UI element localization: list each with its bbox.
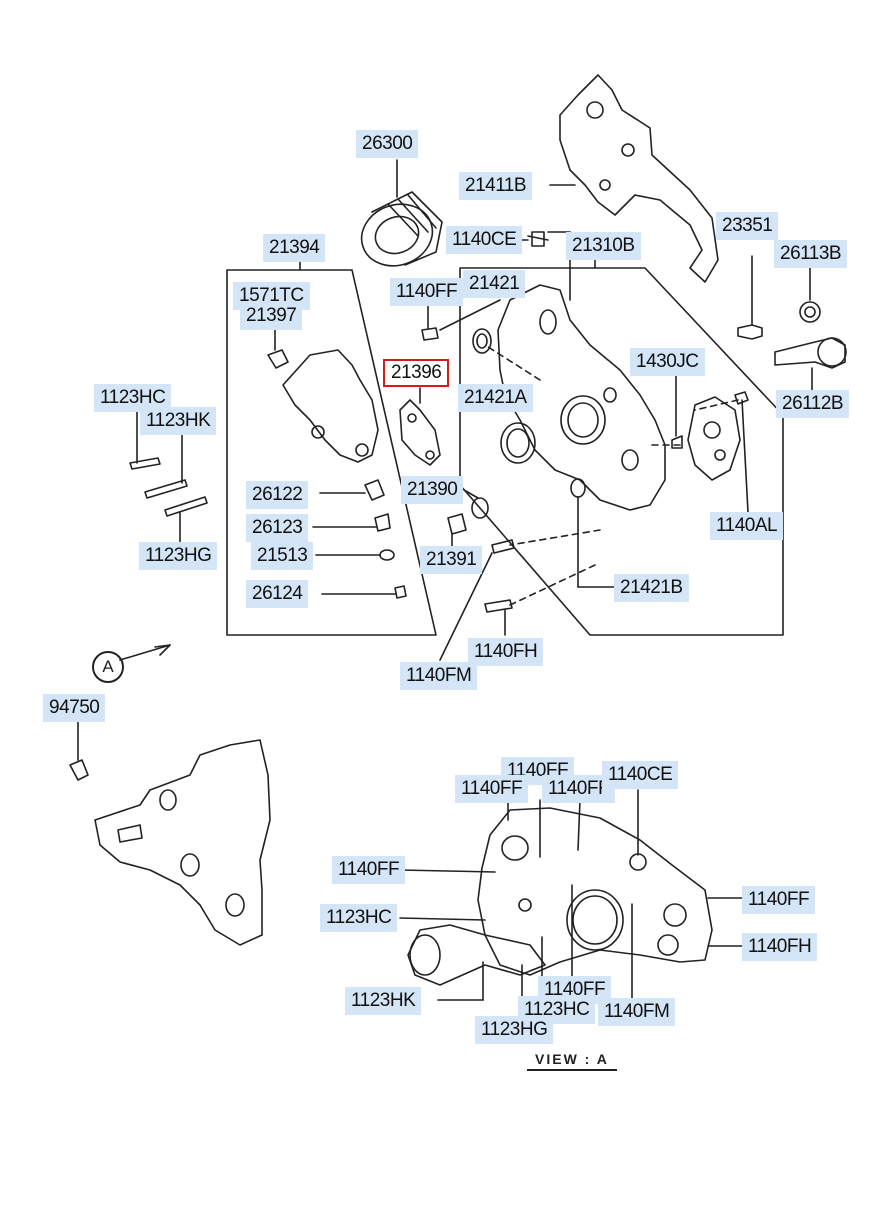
callout-view-1123HC-low[interactable]: 1123HC	[518, 996, 596, 1024]
callout-21421A[interactable]: 21421A	[458, 384, 533, 412]
callout-21391[interactable]: 21391	[420, 546, 483, 574]
callout-26122[interactable]: 26122	[246, 481, 309, 509]
callout-21394[interactable]: 21394	[263, 234, 326, 262]
part-21396	[399, 399, 441, 466]
gasket-21411B	[559, 74, 719, 283]
engine-block-sketch	[94, 739, 271, 946]
callout-1123HG-left[interactable]: 1123HG	[139, 542, 218, 570]
seal-21421	[472, 328, 492, 354]
callout-1123HK-left[interactable]: 1123HK	[140, 407, 217, 435]
oil-filter-26300	[360, 159, 443, 267]
view-a-marker: A	[92, 651, 124, 683]
callout-1140FH-mid[interactable]: 1140FH	[468, 638, 544, 666]
callout-1140AL[interactable]: 1140AL	[710, 512, 784, 540]
callout-21310B[interactable]: 21310B	[566, 232, 641, 260]
callout-1140FF-top[interactable]: 1140FF	[390, 278, 464, 306]
gear-shaft-26112B	[774, 337, 846, 369]
gear-26113B	[799, 301, 821, 323]
callout-21421[interactable]: 21421	[463, 270, 526, 298]
callout-21390[interactable]: 21390	[401, 476, 464, 504]
view-a-title: VIEW : A	[527, 1051, 617, 1071]
oil-pump-body	[497, 284, 666, 511]
callout-view-1123HC[interactable]: 1123HC	[320, 904, 398, 932]
callout-view-1140FH[interactable]: 1140FH	[742, 933, 818, 961]
callout-view-1140CE[interactable]: 1140CE	[602, 761, 679, 789]
callout-26123[interactable]: 26123	[246, 514, 309, 542]
callout-21421B[interactable]: 21421B	[614, 574, 689, 602]
group-outline-21394	[226, 269, 437, 636]
seal-21421A	[500, 422, 536, 464]
callout-view-1140FF-b[interactable]: 1140FF	[455, 775, 529, 803]
callout-view-1140FM[interactable]: 1140FM	[598, 998, 676, 1026]
callout-view-1123HG[interactable]: 1123HG	[475, 1016, 554, 1044]
ring-21421B	[570, 478, 586, 498]
view-a-pump-body	[407, 807, 713, 986]
callout-26112B[interactable]: 26112B	[776, 390, 850, 418]
pump-cover-plate	[687, 396, 741, 481]
callout-view-1123HK[interactable]: 1123HK	[345, 987, 422, 1015]
callout-21513[interactable]: 21513	[251, 542, 314, 570]
oil-pump-bracket	[282, 349, 379, 463]
callout-1140CE-top[interactable]: 1140CE	[446, 226, 523, 254]
callout-23351[interactable]: 23351	[716, 212, 779, 240]
callout-21411B[interactable]: 21411B	[459, 172, 533, 200]
callout-26124[interactable]: 26124	[246, 580, 309, 608]
callout-26300[interactable]: 26300	[356, 130, 419, 158]
callout-1140FM-mid[interactable]: 1140FM	[400, 662, 478, 690]
callout-21396-selected[interactable]: 21396	[383, 359, 450, 387]
callout-21397[interactable]: 21397	[240, 302, 303, 330]
callout-26113B[interactable]: 26113B	[774, 240, 848, 268]
callout-view-1140FF-left[interactable]: 1140FF	[332, 856, 406, 884]
callout-1430JC[interactable]: 1430JC	[630, 348, 705, 376]
callout-94750[interactable]: 94750	[43, 694, 106, 722]
callout-view-1140FF-right[interactable]: 1140FF	[742, 886, 816, 914]
